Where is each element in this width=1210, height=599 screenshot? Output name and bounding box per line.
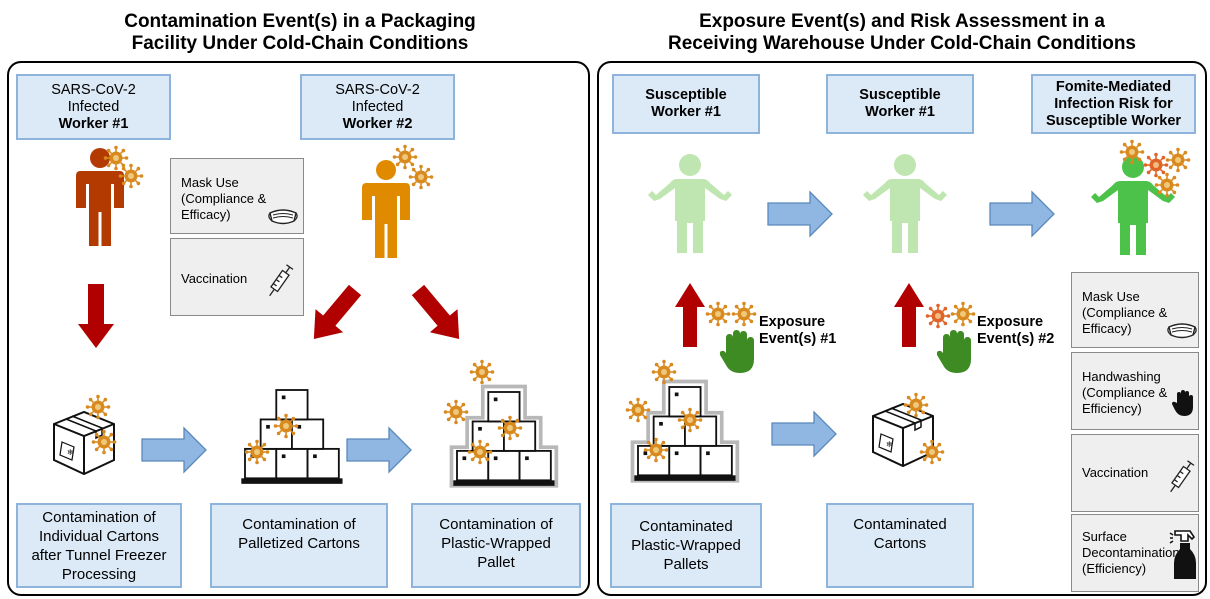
infected-worker-2-box: SARS-CoV-2 Infected Worker #2	[300, 74, 455, 140]
plastic-wrapped-pallet-line1: Contamination of	[439, 516, 553, 533]
infected-worker-2-figure	[362, 160, 410, 258]
control-decon-line3: (Efficiency)	[1082, 561, 1147, 576]
arrow-icon	[346, 427, 412, 473]
right-heading: Exposure Event(s) and Risk Assessment in…	[600, 11, 1204, 55]
exposure-2-line1: Exposure	[977, 314, 1044, 330]
control-decon-line1: Surface	[1082, 529, 1127, 544]
hand-icon	[1172, 390, 1193, 416]
infected-worker-2-label: Worker #2	[342, 115, 413, 132]
susceptible-worker-box-1: Susceptible Worker #1	[612, 74, 760, 134]
infected-worker-2-line2: Infected	[351, 98, 404, 115]
control-handwashing: Handwashing (Compliance & Efficiency)	[1071, 352, 1199, 430]
control-handwashing-line1: Handwashing	[1082, 369, 1161, 384]
left-heading: Contamination Event(s) in a Packaging Fa…	[10, 11, 590, 55]
individual-cartons-box: Contamination of Individual Cartons afte…	[16, 503, 182, 588]
pallet-icon	[630, 379, 740, 483]
contaminated-pallets-line1: Contaminated	[639, 518, 733, 535]
palletized-cartons-line2: Palletized Cartons	[238, 535, 360, 552]
contaminated-cartons-line2: Cartons	[873, 535, 927, 552]
vaccination-control: Vaccination	[170, 238, 304, 316]
control-mask-use: Mask Use (Compliance & Efficacy)	[1071, 272, 1199, 348]
arrow-icon	[141, 427, 207, 473]
control-decon-line2: Decontamination	[1082, 545, 1180, 560]
control-mask-line1: Mask Use	[1082, 289, 1140, 304]
spray-bottle-icon	[1169, 530, 1196, 579]
individual-cartons-line4: Processing	[61, 565, 137, 583]
mask-icon	[268, 209, 298, 225]
infected-worker-1-box: SARS-CoV-2 Infected Worker #1	[16, 74, 171, 140]
right-heading-line1: Exposure Event(s) and Risk Assessment in…	[699, 11, 1105, 32]
susceptible-worker-2-figure	[863, 154, 947, 253]
contaminated-cartons-line1: Contaminated	[853, 516, 947, 533]
infection-risk-line2: Infection Risk for	[1054, 95, 1173, 112]
palletized-cartons-box: Contamination of Palletized Cartons	[210, 503, 388, 588]
susceptible-worker-1-figure	[648, 154, 732, 253]
susceptible-worker-1-line2: Worker #1	[651, 104, 721, 120]
mask-use-line1: Mask Use	[181, 175, 239, 190]
infected-worker-2-line1: SARS-CoV-2	[335, 81, 420, 98]
susceptible-worker-2-line2: Worker #1	[865, 104, 935, 120]
contaminated-pallets-box: Contaminated Plastic-Wrapped Pallets	[610, 503, 762, 588]
mask-use-line3: Efficacy)	[181, 207, 231, 222]
infected-worker-1-line1: SARS-CoV-2	[51, 81, 136, 98]
arrow-icon	[78, 278, 473, 351]
contaminated-pallets-line2: Plastic-Wrapped	[631, 537, 741, 554]
contaminated-pallets-line3: Pallets	[663, 556, 709, 573]
infection-risk-line1: Fomite-Mediated	[1055, 78, 1172, 95]
control-handwashing-line2: (Compliance &	[1082, 385, 1168, 400]
mask-icon	[1167, 323, 1197, 339]
contaminated-cartons-box: Contaminated Cartons	[826, 503, 974, 588]
control-mask-line2: (Compliance &	[1082, 305, 1168, 320]
control-vaccination: Vaccination	[1071, 434, 1199, 512]
individual-cartons-line3: after Tunnel Freezer	[31, 546, 167, 564]
control-vaccination-label: Vaccination	[1082, 465, 1149, 480]
exposure-1-line2: Event(s) #1	[759, 331, 837, 347]
hand-icon	[719, 330, 971, 373]
syringe-icon	[1170, 460, 1195, 493]
exposure-event-2-label: Exposure Event(s) #2	[977, 314, 1054, 348]
virus-icon	[704, 300, 977, 330]
pallet-icon	[240, 389, 344, 485]
right-heading-line2: Receiving Warehouse Under Cold-Chain Con…	[668, 33, 1136, 54]
plastic-wrapped-pallet-line3: Pallet	[477, 554, 515, 571]
palletized-cartons-line1: Contamination of	[242, 516, 356, 533]
mask-use-line2: (Compliance &	[181, 191, 267, 206]
susceptible-worker-2-line1: Susceptible	[859, 87, 941, 103]
left-heading-line2: Facility Under Cold-Chain Conditions	[131, 33, 469, 54]
infected-worker-1-line2: Infected	[67, 98, 120, 115]
infection-risk-line3: Susceptible Worker	[1045, 112, 1182, 129]
plastic-wrapped-pallet-line2: Plastic-Wrapped	[441, 535, 551, 552]
syringe-icon	[269, 264, 294, 297]
mask-use-control: Mask Use (Compliance & Efficacy)	[170, 158, 304, 234]
exposure-1-line1: Exposure	[759, 314, 826, 330]
plastic-wrapped-pallet-box: Contamination of Plastic-Wrapped Pallet	[411, 503, 581, 588]
susceptible-worker-1-line1: Susceptible	[645, 87, 727, 103]
susceptible-worker-box-2: Susceptible Worker #1	[826, 74, 974, 134]
control-mask-line3: Efficacy)	[1082, 321, 1132, 336]
infected-worker-1-label: Worker #1	[58, 115, 129, 132]
infection-risk-box: Fomite-Mediated Infection Risk for Susce…	[1031, 74, 1196, 134]
exposure-event-1-label: Exposure Event(s) #1	[759, 314, 836, 348]
individual-cartons-line1: Contamination of	[42, 508, 156, 526]
left-heading-line1: Contamination Event(s) in a Packaging	[124, 11, 476, 32]
exposure-2-line2: Event(s) #2	[977, 331, 1055, 347]
vaccination-label: Vaccination	[181, 271, 248, 286]
control-handwashing-line3: Efficiency)	[1082, 401, 1142, 416]
individual-cartons-line2: Individual Cartons	[38, 527, 160, 545]
control-surface-decontamination: Surface Decontamination (Efficiency)	[1071, 514, 1199, 592]
